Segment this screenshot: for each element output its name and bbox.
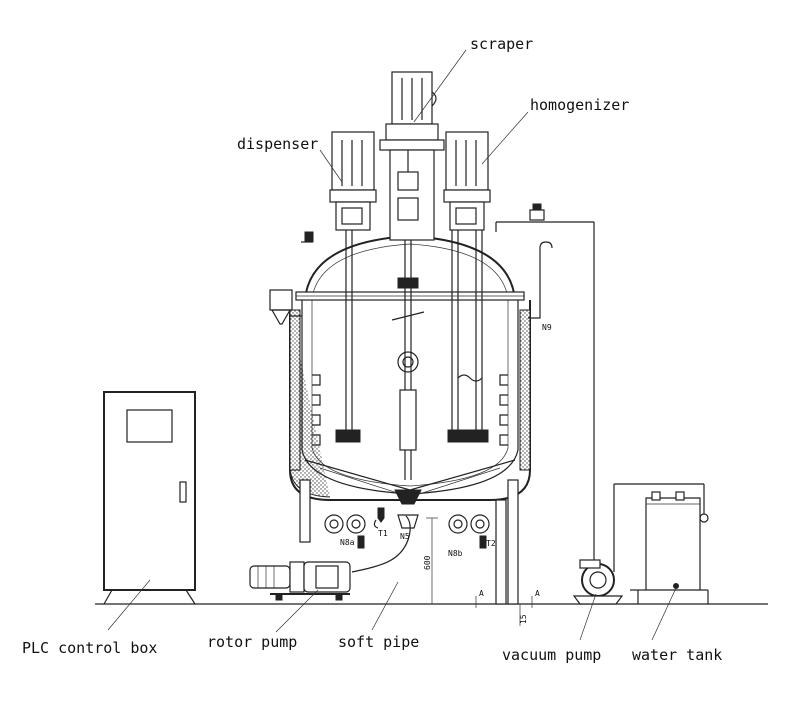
tag-section-a-right: A (535, 589, 540, 598)
leader-lines (107, 49, 677, 641)
plc-control-box (103, 391, 196, 605)
soft-pipe (351, 515, 411, 573)
bottom-nozzles (324, 507, 490, 549)
tag-n8a: N8a (340, 538, 355, 547)
label-rotor-pump: rotor pump (207, 633, 297, 651)
tag-t2: T2 (486, 539, 496, 548)
label-vacuum-pump: vacuum pump (502, 646, 601, 664)
tag-t1: T1 (378, 529, 388, 538)
tag-section-a-left: A (479, 589, 484, 598)
feed-funnel (269, 289, 302, 325)
leader-homogenizer (481, 111, 529, 165)
water-tank (630, 484, 709, 604)
label-scraper: scraper (470, 35, 533, 53)
section-marks (475, 596, 533, 626)
tag-dim-600: 600 (423, 555, 432, 570)
tag-n8b: N8b (448, 549, 463, 558)
vacuum-pump (572, 483, 704, 605)
leader-soft-pipe (371, 581, 399, 631)
vacuum-piping (301, 203, 595, 568)
leader-water-tank (651, 587, 677, 641)
label-plc-control-box: PLC control box (22, 639, 157, 657)
label-homogenizer: homogenizer (530, 96, 629, 114)
leader-scraper (413, 49, 467, 123)
tag-n9: N9 (542, 323, 552, 332)
leader-rotor-pump (275, 589, 319, 633)
dimension-600 (426, 517, 438, 604)
label-soft-pipe: soft pipe (338, 633, 419, 651)
leader-dispenser (319, 149, 343, 183)
leader-vacuum-pump (579, 593, 597, 641)
tag-n5: N5 (400, 532, 410, 541)
homogenizer-assembly (443, 131, 491, 443)
leader-plc (107, 579, 151, 631)
label-water-tank: water tank (632, 646, 722, 664)
label-dispenser: dispenser (237, 135, 318, 153)
tag-dim-15: 15 (519, 614, 528, 624)
dispenser-assembly (329, 131, 377, 443)
scraper-assembly (379, 71, 445, 529)
rotor-pump (249, 561, 351, 601)
